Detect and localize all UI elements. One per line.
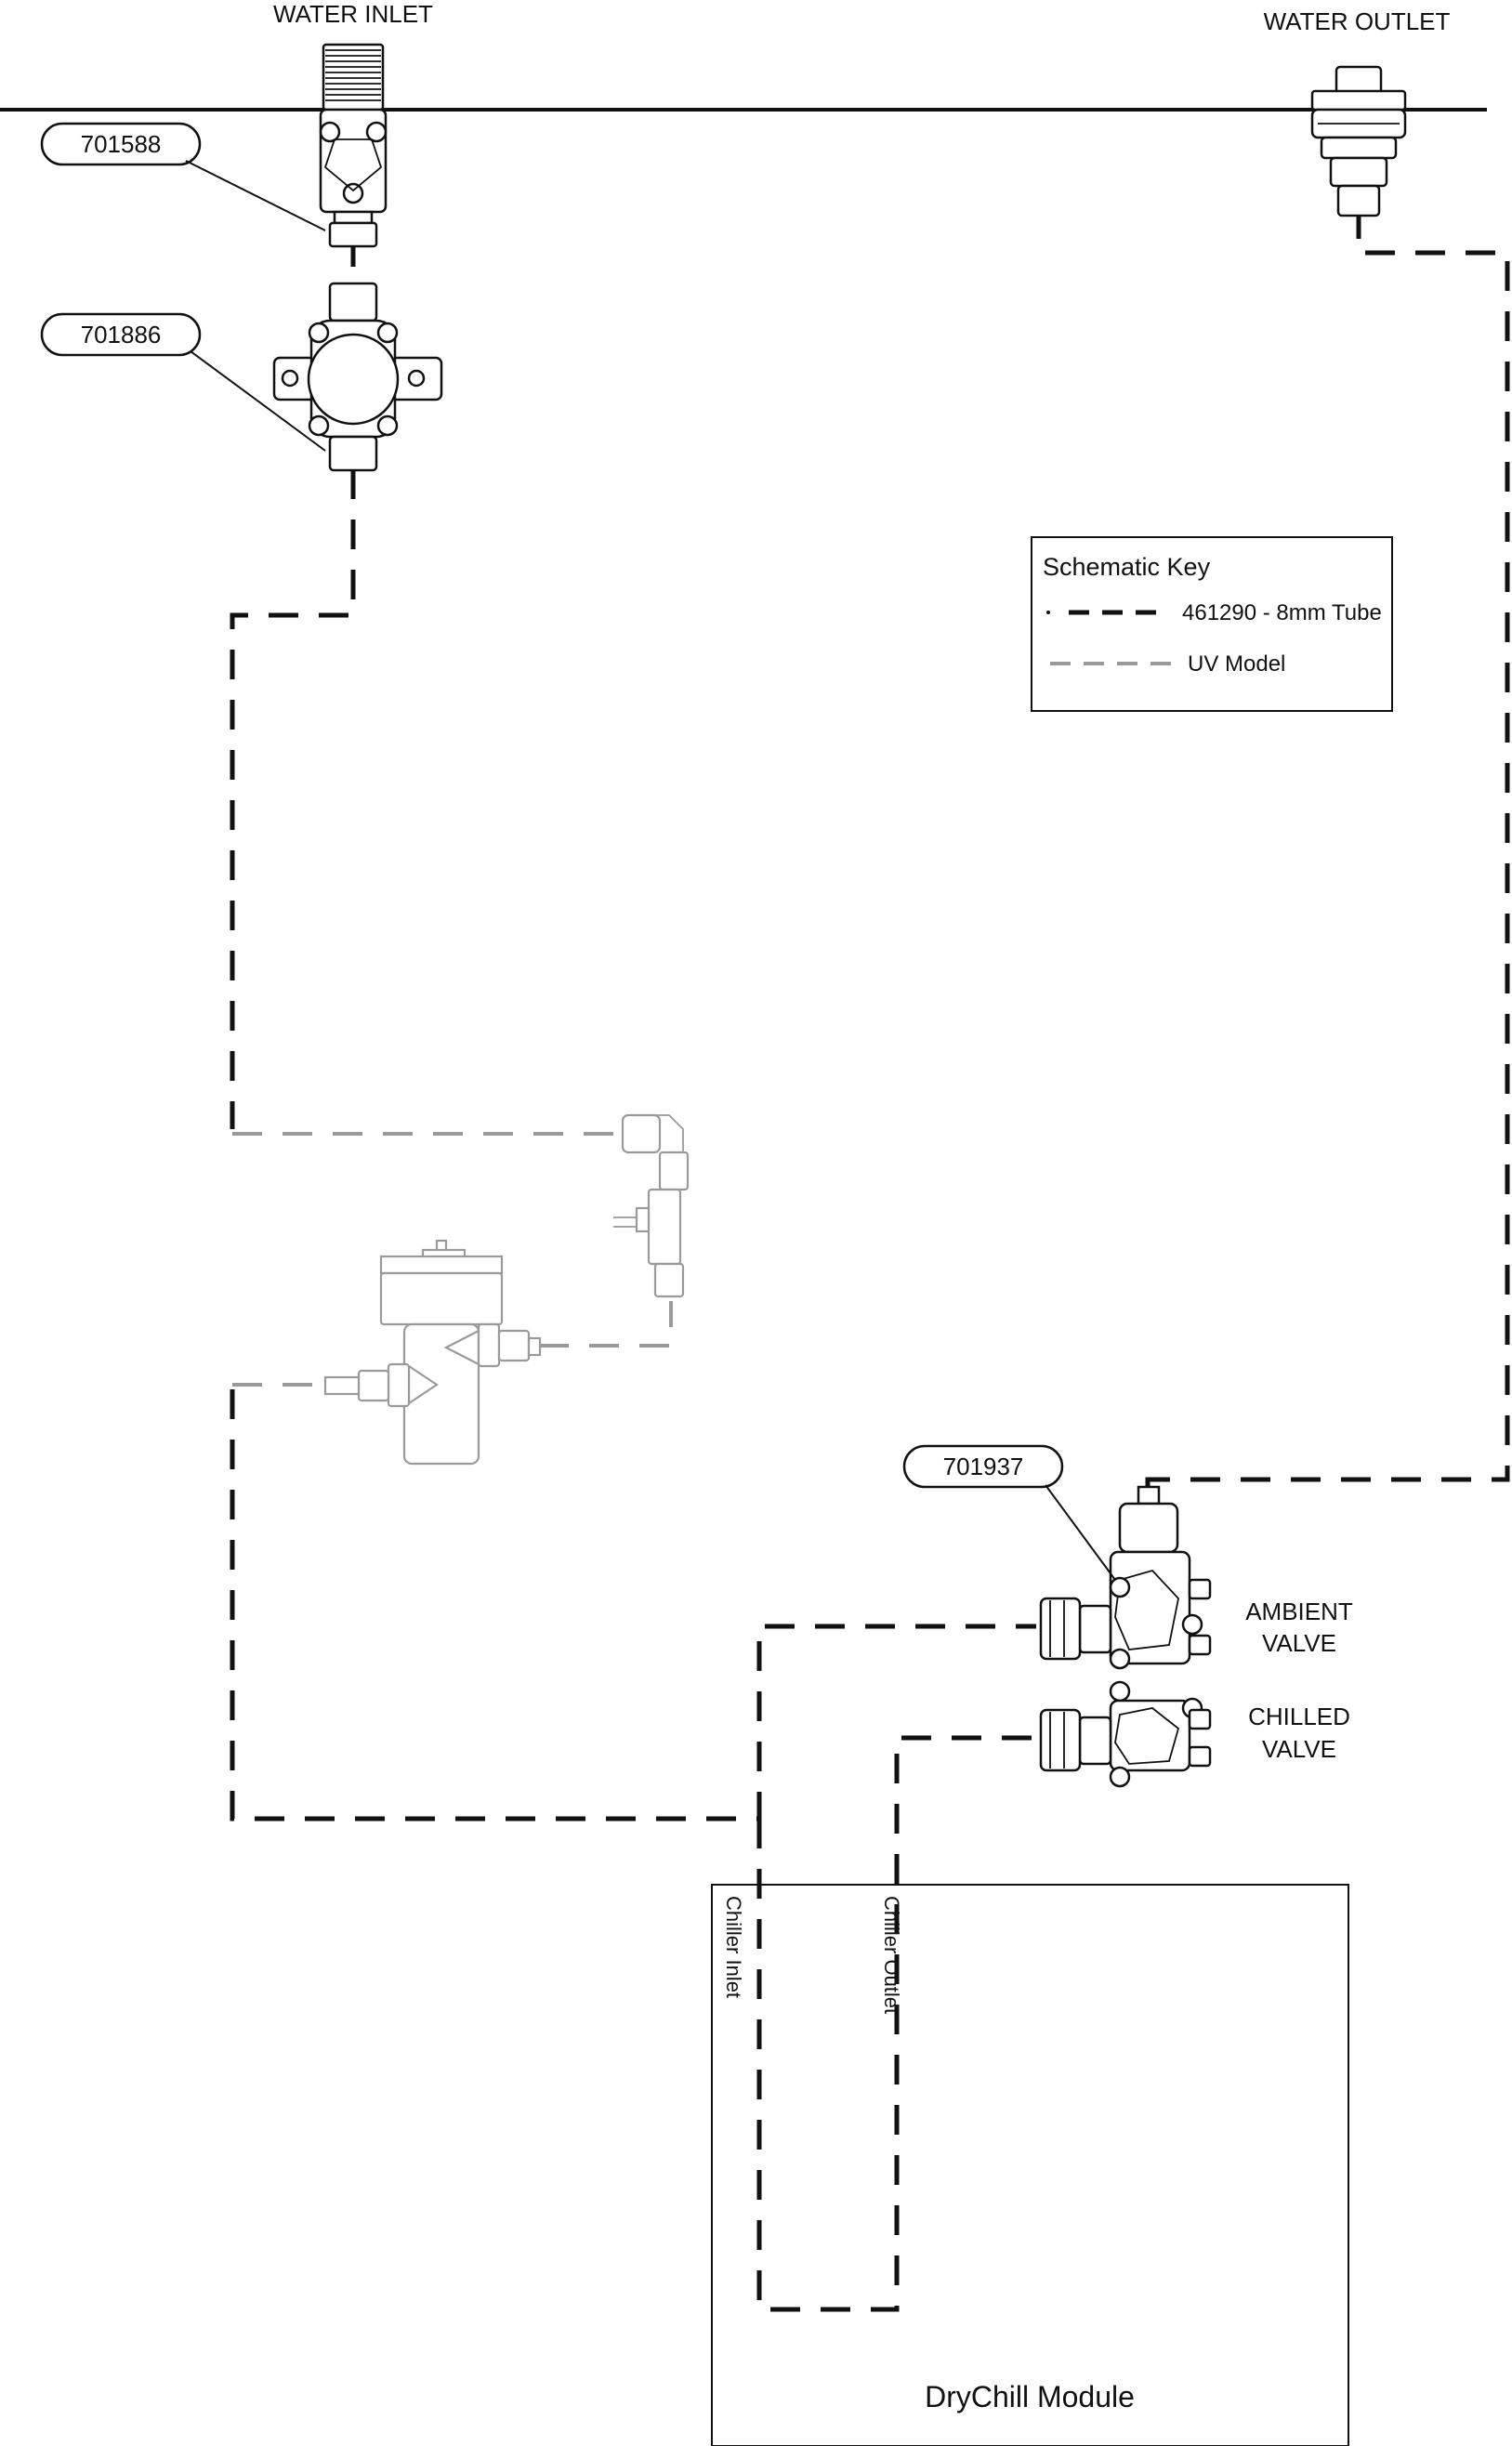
filter-head [272, 282, 443, 472]
uv-tube-to-lamp [539, 1301, 673, 1348]
tube-filter-to-loop [230, 469, 356, 1129]
uv-sterilizer [323, 1239, 542, 1466]
chilled-valve-label-line2: VALVE [1262, 1735, 1336, 1763]
svg-text:701886: 701886 [81, 321, 162, 348]
callout-701937: 701937 [902, 1444, 1116, 1581]
water-inlet-valve [319, 43, 388, 248]
svg-text:701937: 701937 [943, 1453, 1024, 1480]
water-outlet-fitting [1310, 65, 1407, 217]
ambient-valve [1039, 1485, 1212, 1670]
key-title: Schematic Key [1043, 553, 1211, 581]
callout-701588: 701588 [40, 122, 326, 231]
chilled-valve [1039, 1680, 1212, 1788]
tube-ambient-to-outlet [1145, 216, 1510, 1487]
callout-701886: 701886 [40, 312, 326, 452]
schematic-key: Schematic Key 461290 - 8mm Tube UV Model [1031, 536, 1393, 712]
drychill-module-box [711, 1884, 1349, 2446]
drychill-module-label: DryChill Module [925, 2380, 1135, 2413]
ambient-valve-label-line2: VALVE [1262, 1629, 1336, 1657]
chiller-outlet-label: Chiller Outlet [880, 1896, 903, 2014]
svg-text:701588: 701588 [81, 130, 162, 158]
key-tube-label: 461290 - 8mm Tube [1182, 600, 1382, 625]
key-uv-label: UV Model [1188, 651, 1285, 677]
water-outlet-label: WATER OUTLET [1264, 7, 1451, 35]
chiller-inlet-label: Chiller Inlet [722, 1896, 745, 1998]
chilled-valve-label-line1: CHILLED [1248, 1703, 1350, 1730]
uv-flow-switch [613, 1113, 690, 1298]
ambient-valve-label-line1: AMBIENT [1245, 1598, 1353, 1625]
water-inlet-label: WATER INLET [273, 0, 433, 28]
tube-chiller-inlet [756, 1735, 1036, 2312]
